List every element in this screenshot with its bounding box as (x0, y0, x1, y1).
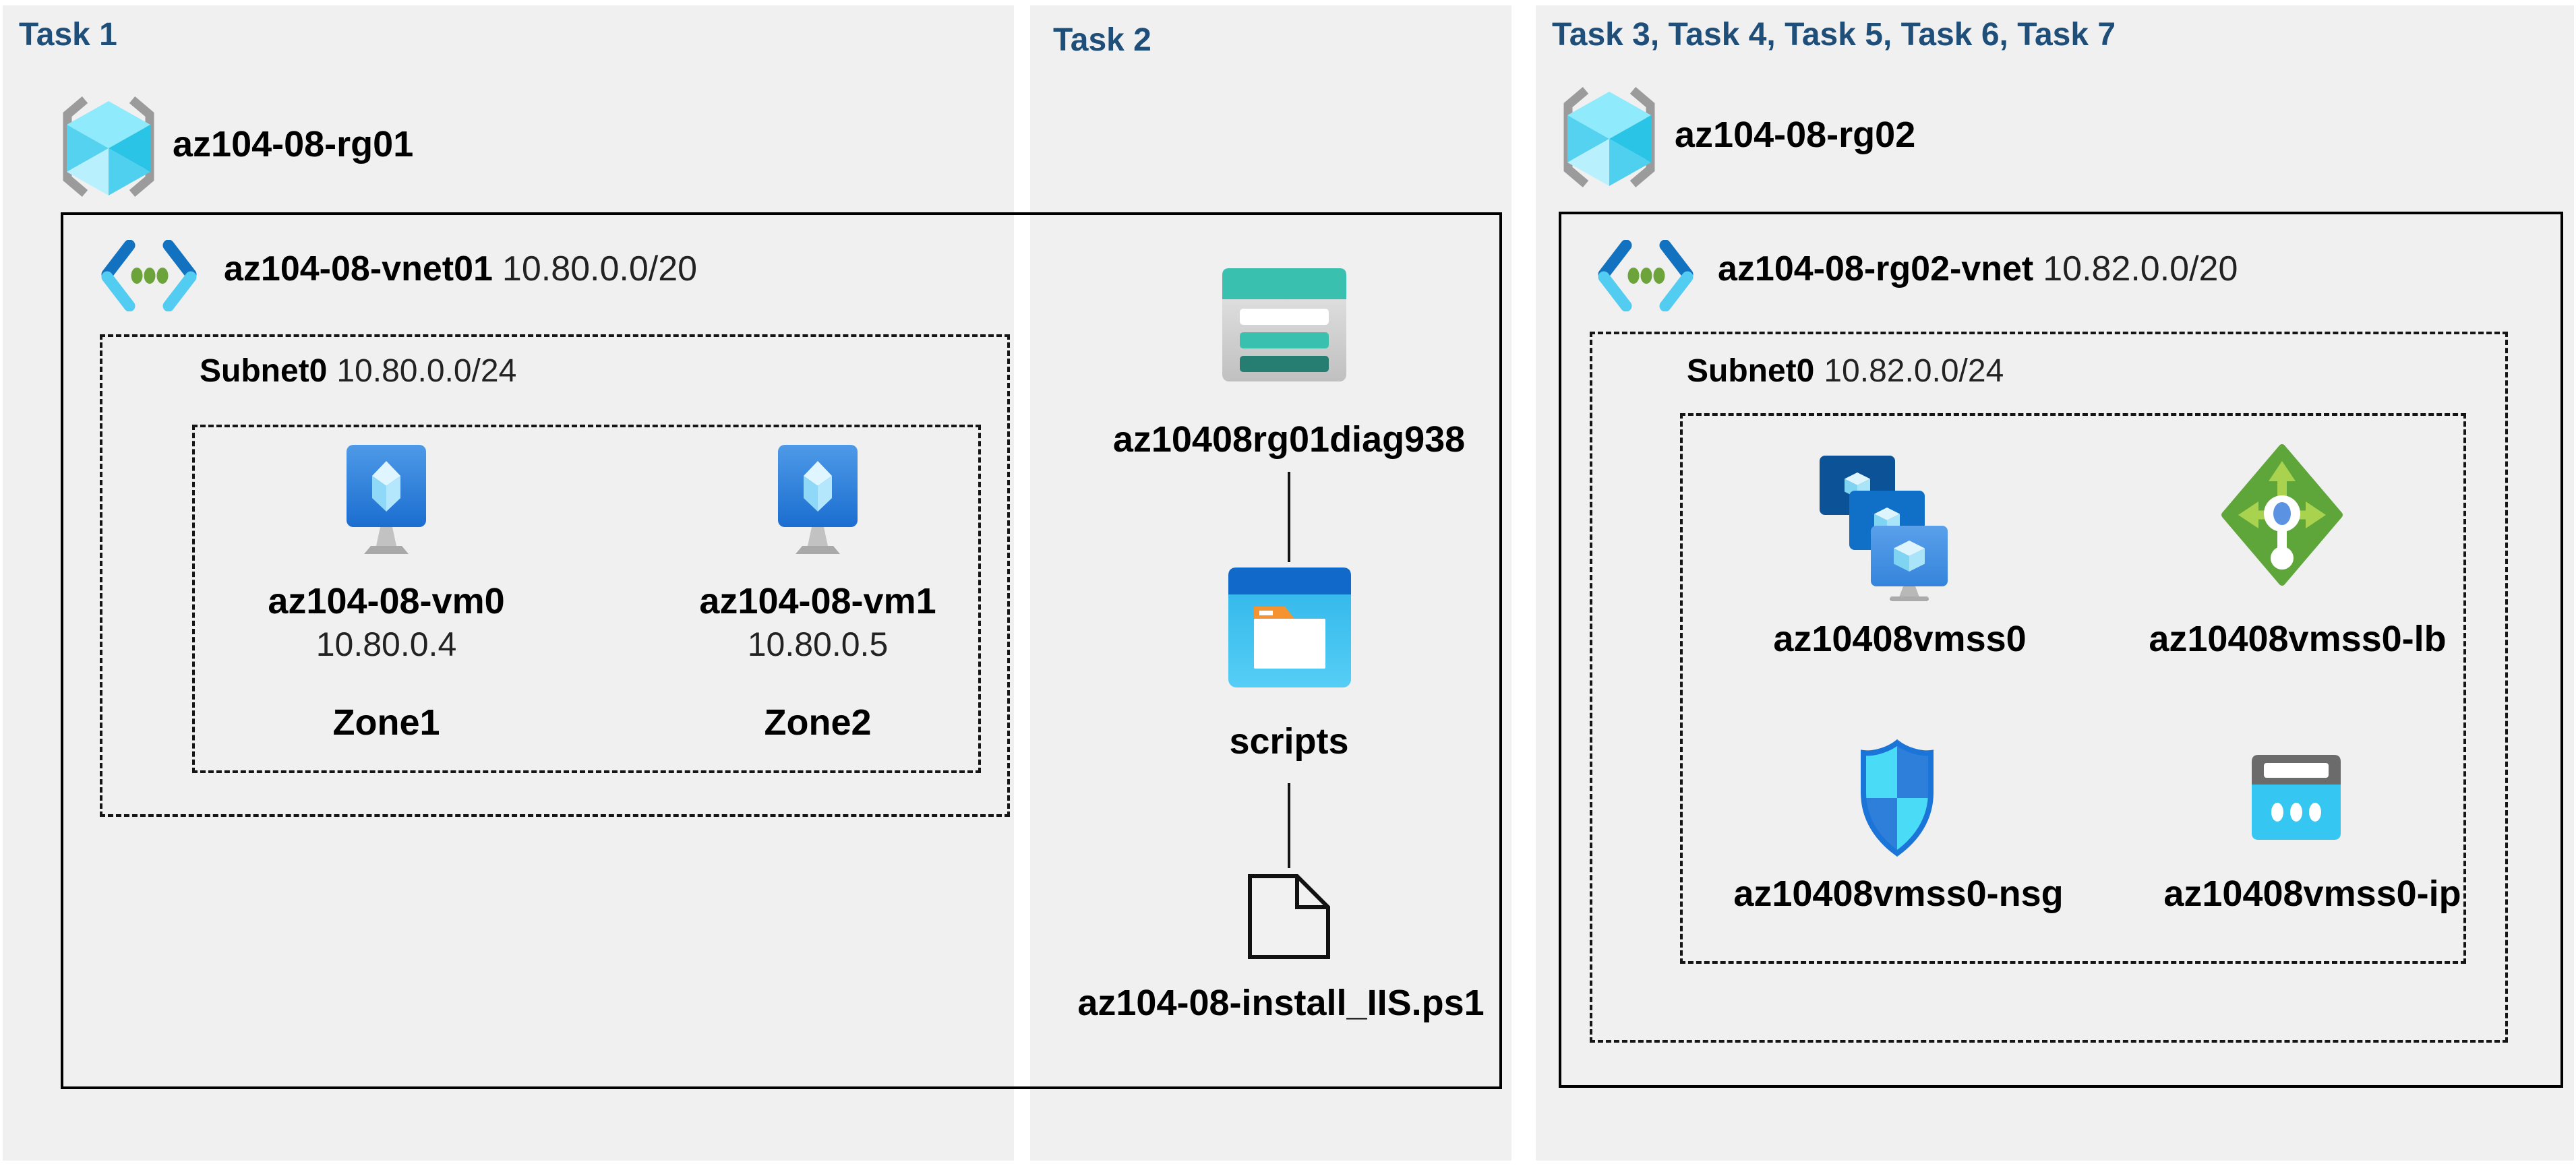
public-ip-icon (2246, 754, 2346, 842)
vnet2-boundary-box (1559, 212, 2563, 1088)
vnet2-cidr: 10.82.0.0/20 (2043, 249, 2238, 288)
vm0-zone: Zone1 (332, 702, 440, 743)
vm1-name: az104-08-vm1 (699, 581, 936, 621)
virtual-machine-icon (336, 445, 437, 555)
panel-task3 (1536, 5, 2574, 1161)
subnet1-box (100, 334, 1010, 817)
nsg-name: az10408vmss0-nsg (1733, 873, 2064, 914)
resource-group-icon (1559, 85, 1660, 189)
vm0-ip: 10.80.0.4 (316, 625, 457, 663)
vm0-name: az104-08-vm0 (268, 581, 505, 621)
storage-account-name: az10408rg01diag938 (1112, 419, 1466, 460)
vmss-group-box (1680, 413, 2466, 964)
vnet1-name: az104-08-vnet01 (224, 249, 493, 288)
script-file-icon (1246, 872, 1332, 961)
load-balancer-icon (2221, 443, 2343, 586)
subnet2-cidr: 10.82.0.0/24 (1824, 353, 2004, 389)
virtual-network-icon (98, 239, 200, 312)
public-ip-name: az10408vmss0-ip (2163, 873, 2461, 914)
resource-group-icon (58, 94, 159, 199)
script-file-name: az104-08-install_IIS.ps1 (1077, 983, 1485, 1023)
vmss-name: az10408vmss0 (1773, 619, 2027, 659)
panel-task1 (3, 5, 1014, 1161)
vnet1-cidr: 10.80.0.0/20 (502, 249, 698, 288)
task2-header: Task 2 (1053, 22, 1151, 58)
vm1-zone: Zone2 (764, 702, 872, 743)
vm-zone-box (192, 425, 981, 773)
connector-line (1288, 472, 1290, 562)
resource-group-name: az104-08-rg01 (173, 124, 414, 164)
container-name: scripts (1229, 721, 1349, 762)
resource-group-name: az104-08-rg02 (1675, 115, 1916, 155)
subnet2-box (1590, 332, 2508, 1043)
subnet1-cidr: 10.80.0.0/24 (336, 353, 517, 389)
blob-container-icon (1228, 567, 1351, 687)
vnet1-boundary-box (61, 212, 1502, 1089)
load-balancer-name: az10408vmss0-lb (2149, 619, 2447, 659)
virtual-network-icon (1595, 239, 1696, 312)
subnet1-name: Subnet0 (200, 353, 328, 389)
connector-line (1288, 783, 1290, 868)
storage-account-icon (1222, 268, 1346, 381)
vnet2-name: az104-08-rg02-vnet (1718, 249, 2034, 288)
subnet2-name: Subnet0 (1687, 353, 1815, 389)
task3-header: Task 3, Task 4, Task 5, Task 6, Task 7 (1552, 17, 2116, 53)
virtual-machine-icon (767, 445, 868, 555)
vm-scale-set-icon (1820, 453, 1948, 601)
task1-header: Task 1 (19, 17, 117, 53)
vm1-ip: 10.80.0.5 (747, 625, 889, 663)
network-security-group-icon (1855, 739, 1939, 857)
